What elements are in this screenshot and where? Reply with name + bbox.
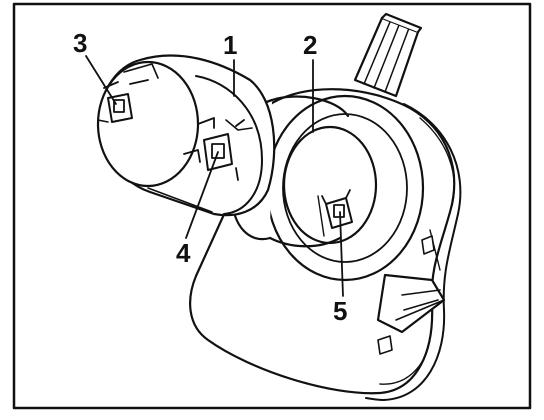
detached-plug bbox=[96, 54, 276, 217]
callout-2: 2 bbox=[303, 30, 318, 60]
callout-1: 1 bbox=[223, 30, 238, 60]
callout-4: 4 bbox=[176, 238, 191, 268]
leader-lines bbox=[85, 55, 344, 297]
leader-3 bbox=[85, 55, 117, 105]
leader-5 bbox=[339, 211, 344, 297]
callout-3: 3 bbox=[73, 28, 88, 58]
leader-4 bbox=[185, 151, 219, 239]
callout-5: 5 bbox=[333, 296, 348, 326]
side-clip bbox=[376, 273, 446, 334]
